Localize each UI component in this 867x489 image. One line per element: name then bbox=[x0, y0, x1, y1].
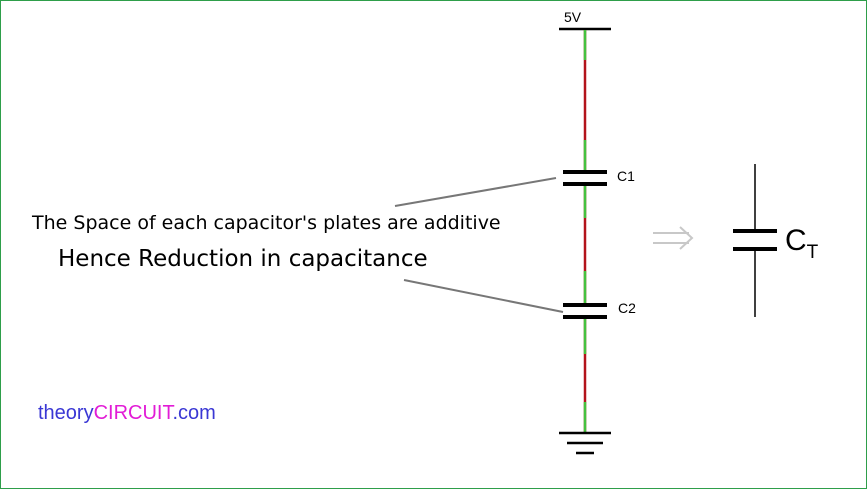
double-arrow-icon bbox=[653, 226, 694, 250]
c2-label: C2 bbox=[618, 300, 636, 316]
capacitor-icon bbox=[733, 164, 777, 317]
brand-watermark: theoryCIRCUIT.com bbox=[38, 402, 216, 425]
c1-label: C1 bbox=[617, 168, 635, 184]
callout-line-c2 bbox=[403, 279, 564, 313]
ground-icon bbox=[559, 431, 611, 455]
callout-line-c1 bbox=[394, 177, 557, 207]
note-line-2: Hence Reduction in capacitance bbox=[58, 246, 428, 272]
note-line-1: The Space of each capacitor's plates are… bbox=[31, 212, 501, 234]
capacitor-icon bbox=[563, 170, 607, 186]
total-label-main: C bbox=[785, 224, 807, 257]
brand-theory: theory bbox=[38, 402, 94, 424]
supply-label: 5V bbox=[564, 9, 582, 25]
brand-circuit: CIRCUIT bbox=[93, 402, 173, 424]
total-label-sub: T bbox=[807, 242, 819, 263]
total-capacitance-label: CT bbox=[785, 224, 819, 263]
capacitor-icon bbox=[563, 303, 607, 319]
brand-com: .com bbox=[172, 402, 216, 424]
